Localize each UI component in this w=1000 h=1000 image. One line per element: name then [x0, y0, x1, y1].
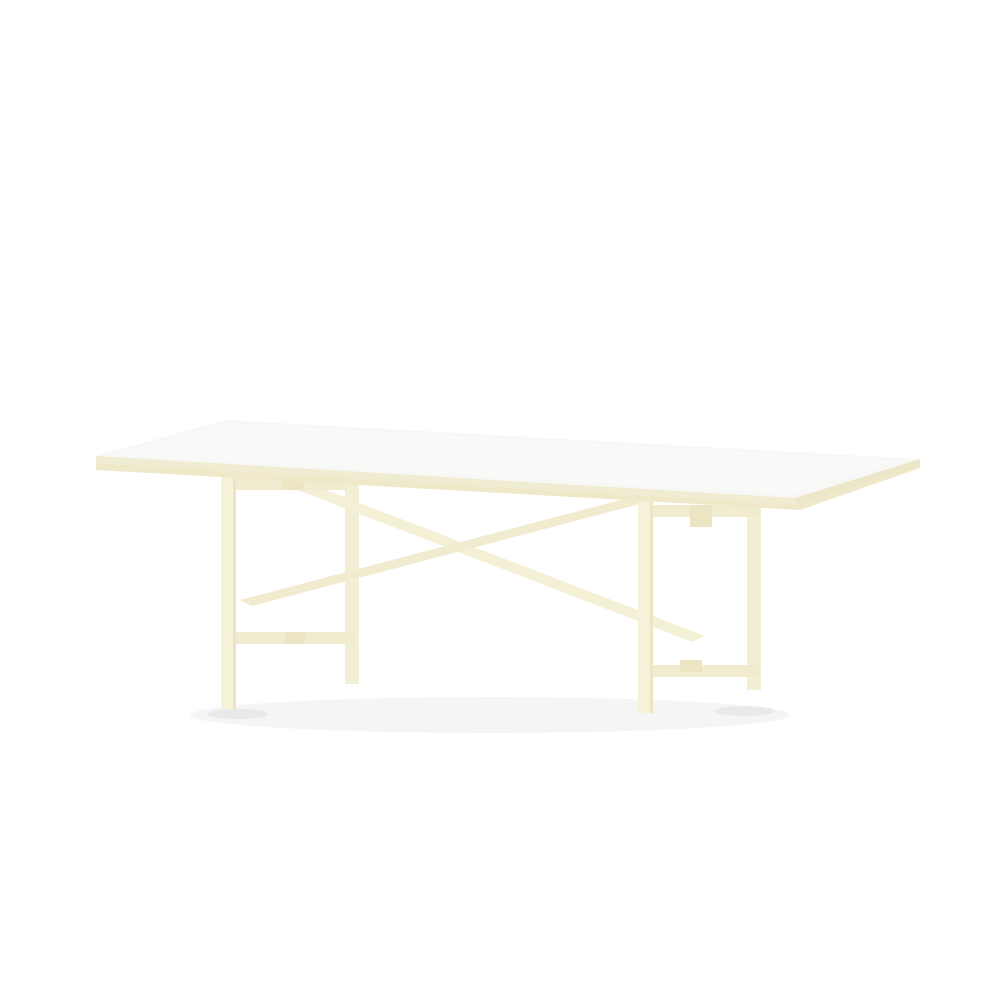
floor-shadow-right: [715, 706, 775, 716]
cross-stretcher-a: [287, 480, 705, 642]
leg-front-right-shade: [650, 497, 653, 713]
tabletop-edge-right: [795, 459, 920, 505]
leg-front-right: [638, 497, 652, 713]
leg-front-left-shade: [233, 470, 236, 709]
floor-shadow-left: [208, 709, 268, 719]
tabletop-highlight: [110, 423, 905, 494]
bracket-right-lower: [680, 660, 702, 672]
tabletop-edge-front: [96, 456, 795, 505]
bracket-right-upper: [690, 505, 712, 527]
bracket-left-lower: [285, 632, 305, 644]
leg-back-right: [747, 500, 761, 690]
floor-shadow: [190, 697, 790, 733]
cross-stretcher-b: [240, 494, 655, 606]
leg-front-left: [221, 470, 235, 709]
